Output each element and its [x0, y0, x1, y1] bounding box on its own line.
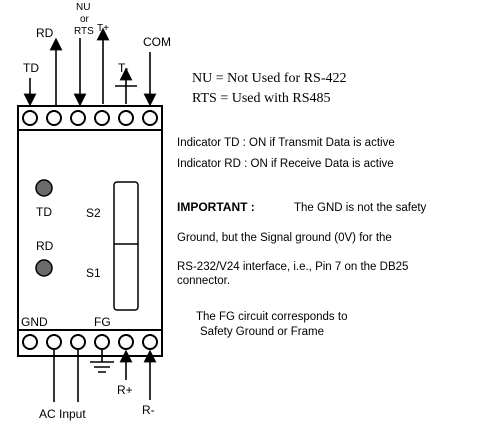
r-plus-label: R+ — [117, 383, 133, 397]
rts-note: RTS = Used with RS485 — [192, 91, 331, 106]
ground-icon — [90, 361, 114, 373]
or-label: or — [80, 14, 90, 25]
important-line-3: RS-232/V24 interface, i.e., Pin 7 on the… — [177, 261, 408, 273]
bottom-terminal-block — [22, 334, 158, 350]
com-label: COM — [143, 35, 171, 49]
important-line-4: connector. — [177, 275, 230, 287]
fg-note-line-2: Safety Ground or Frame — [200, 326, 324, 338]
indicator-rd-note: Indicator RD : ON if Receive Data is act… — [177, 158, 394, 170]
rd-top-label: RD — [36, 26, 54, 40]
converter-device — [17, 105, 163, 357]
top-terminal-block — [22, 110, 158, 126]
fg-label: FG — [94, 315, 111, 329]
dip-switch — [113, 181, 139, 311]
important-line-1: The GND is not the safety — [294, 202, 427, 214]
rd-led-label: RD — [36, 239, 54, 253]
td-led-label: TD — [36, 205, 52, 219]
top-wire-arrows — [23, 27, 157, 107]
ac-input-label: AC Input — [39, 407, 86, 421]
s2-label: S2 — [86, 206, 101, 220]
important-line-2: Ground, but the Signal ground (0V) for t… — [177, 232, 392, 244]
fg-note-line-1: The FG circuit corresponds to — [196, 311, 347, 323]
t-minus-label: T- — [118, 61, 129, 75]
gnd-label: GND — [21, 315, 48, 329]
td-top-label: TD — [23, 61, 39, 75]
indicator-td-note: Indicator TD : ON if Transmit Data is ac… — [177, 137, 395, 149]
s1-label: S1 — [86, 266, 101, 280]
important-heading: IMPORTANT : — [177, 200, 255, 214]
nu-note: NU = Not Used for RS-422 — [192, 71, 347, 86]
bottom-wires — [53, 349, 157, 402]
rts-label: RTS — [74, 26, 94, 37]
r-minus-label: R- — [142, 403, 155, 417]
rd-led-icon — [35, 259, 53, 277]
t-plus-label: T+ — [97, 23, 109, 34]
td-led-icon — [35, 179, 53, 197]
nu-label: NU — [76, 2, 90, 13]
